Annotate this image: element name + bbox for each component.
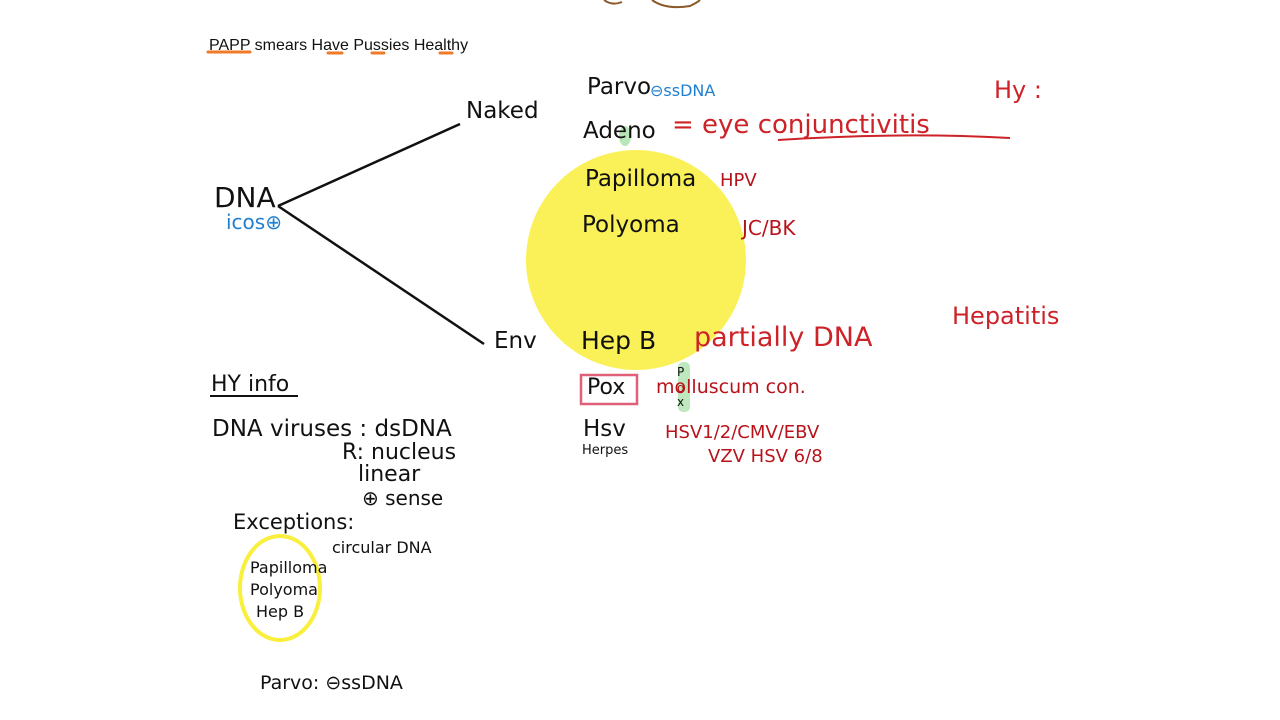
exception-item: Polyoma [250, 580, 318, 599]
pox-letter: x [677, 395, 685, 409]
exceptions-yellow-ring [238, 534, 322, 642]
hsv-note-line1: HSV1/2/CMV/EBV [665, 422, 820, 443]
virus-hsv: Hsv [583, 416, 626, 442]
hep-b-note: partially DNA [694, 322, 873, 353]
exception-item: Papilloma [250, 558, 328, 577]
top-sketch-stroke [603, 0, 623, 5]
hy-info-line: DNA viruses : dsDNA [212, 416, 452, 442]
green-mark [678, 362, 690, 412]
branch-line-env [277, 204, 485, 346]
hy-info-heading: HY info [211, 372, 290, 397]
top-sketch-stroke [651, 0, 701, 9]
conjunctivitis-underline [777, 134, 1011, 141]
papilloma-note: HPV [720, 170, 757, 191]
pox-letter: P [677, 365, 685, 379]
virus-adeno: Adeno [583, 118, 656, 144]
hsv-sub: Herpes [582, 443, 629, 458]
virus-pox: Pox [587, 375, 626, 400]
hy-info-line: R: nucleus [342, 440, 457, 465]
hy-info-line: ⊕ sense [362, 486, 444, 510]
hy-info-line: linear [358, 462, 421, 487]
pox-box [579, 373, 639, 406]
env-label: Env [494, 328, 537, 354]
pox-letter: o [677, 381, 685, 395]
branch-line-naked [277, 122, 461, 208]
virus-hep-b: Hep B [581, 326, 657, 355]
exception-item: Hep B [256, 602, 305, 621]
parvo-exception-note: Parvo: ⊖ssDNA [260, 672, 403, 694]
hy-note: Hy : [994, 76, 1042, 104]
yellow-highlight-circle [526, 150, 746, 370]
icos-note: icos⊕ [226, 210, 282, 234]
naked-label: Naked [466, 98, 539, 124]
hepatitis-note: Hepatitis [952, 302, 1060, 330]
mnemonic-text: PAPP smears Have Pussies Healthy [209, 37, 469, 54]
virus-polyoma: Polyoma [582, 212, 680, 238]
circular-dna-note: circular DNA [332, 538, 432, 557]
virus-parvo: Parvo [587, 74, 652, 100]
parvo-note: ⊖ssDNA [650, 81, 716, 100]
dna-root-label: DNA [214, 181, 276, 214]
virus-papilloma: Papilloma [585, 166, 697, 192]
polyoma-note: JC/BK [742, 216, 796, 240]
exceptions-label: Exceptions: [233, 510, 355, 534]
pox-note: molluscum con. [656, 376, 806, 398]
hsv-note-line2: VZV HSV 6/8 [708, 446, 823, 467]
adeno-note: = eye conjunctivitis [672, 110, 930, 140]
green-mark [619, 126, 631, 146]
